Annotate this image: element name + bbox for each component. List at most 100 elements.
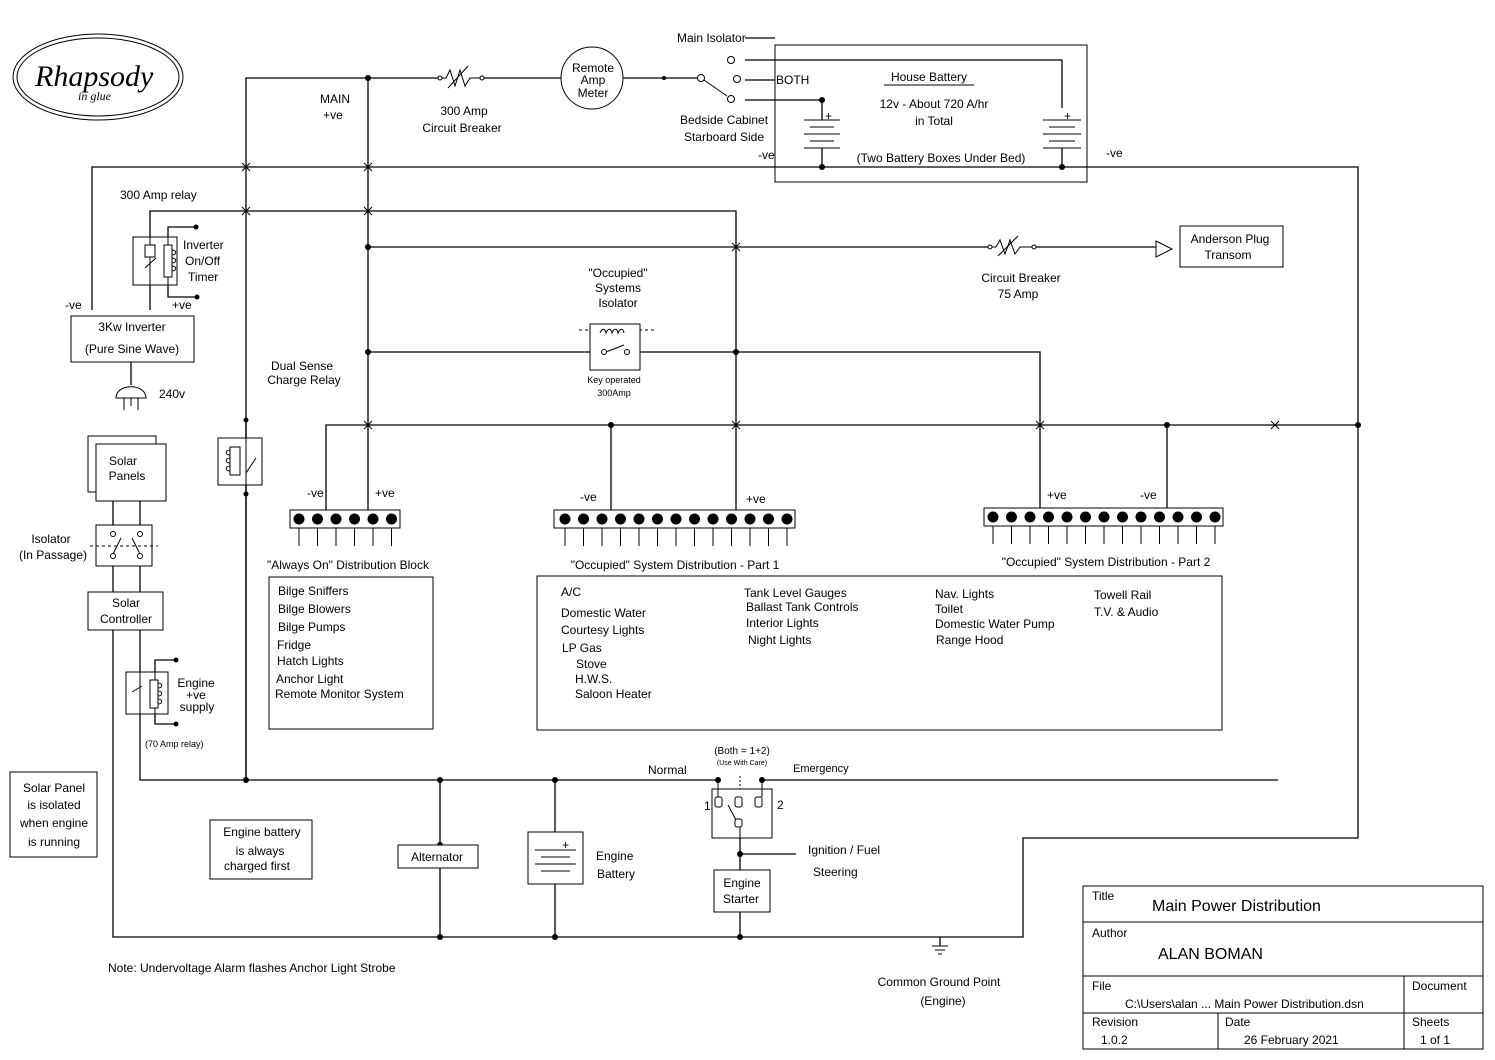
- dual-sense-relay[interactable]: [217, 437, 263, 486]
- main-isolator-switch[interactable]: Main Isolator BOTH Bedside Cabinet Starb…: [677, 31, 809, 144]
- occ-iso-label-3: Isolator: [598, 296, 637, 310]
- occupied-part1-block: -ve +ve "Occupied" System Distribution -…: [553, 490, 796, 572]
- breaker-300a-label-1: 300 Amp: [440, 104, 488, 118]
- engine-battery-label-2: Battery: [597, 867, 635, 881]
- occupied-part2-block: +ve -ve "Occupied" System Distribution -…: [983, 488, 1224, 569]
- occ1-title: "Occupied" System Distribution - Part 1: [571, 558, 780, 572]
- breaker-75a: Circuit Breaker 75 Amp: [981, 235, 1061, 301]
- rhapsody-logo: Rhapsody in glue: [12, 33, 184, 121]
- load-item: Bilge Sniffers: [278, 584, 348, 598]
- note-line: is always: [236, 844, 285, 858]
- tb-revision-label: Revision: [1092, 1015, 1138, 1029]
- engine-supply-label-2: +ve: [186, 688, 206, 702]
- main-ve-label: +ve: [323, 108, 343, 122]
- terminal: [1209, 511, 1221, 523]
- timer-label-2: On/Off: [185, 254, 221, 268]
- solar-isolation-note: Solar Panel is isolated when engine is r…: [9, 771, 98, 858]
- note-line: is isolated: [27, 798, 80, 812]
- tb-sheets-label: Sheets: [1412, 1015, 1449, 1029]
- terminal: [1024, 511, 1036, 523]
- both-note-1: (Both = 1+2): [714, 746, 770, 757]
- timer-label-1: Inverter: [183, 238, 224, 252]
- main-label: MAIN: [320, 92, 350, 106]
- load-item: A/C: [561, 585, 581, 599]
- plus-sign: +: [562, 838, 569, 852]
- terminal: [1154, 511, 1165, 523]
- terminal: [386, 513, 397, 525]
- bedside-label-2: Starboard Side: [684, 130, 764, 144]
- inverter-timer-relay[interactable]: Inverter On/Off Timer: [132, 236, 224, 286]
- terminal: [596, 513, 608, 525]
- load-item: Fridge: [277, 638, 311, 652]
- house-battery: House Battery 12v - About 720 A/hr in To…: [774, 44, 1088, 183]
- starter-label-1: Engine: [723, 876, 761, 890]
- tb-revision: 1.0.2: [1101, 1033, 1128, 1047]
- always-on-distribution-block: -ve +ve "Always On" Distribution Block: [267, 486, 430, 572]
- engine-supply-label-3: supply: [180, 700, 215, 714]
- dual-sense-label-1: Dual Sense: [271, 359, 333, 373]
- logo-subtext: in glue: [78, 89, 112, 103]
- relay-300a-label: 300 Amp relay: [120, 188, 197, 202]
- occupied-systems-isolator[interactable]: Key operated 300Amp: [579, 323, 655, 398]
- inverter-title: 3Kw Inverter: [98, 320, 165, 334]
- note-line: Solar Panel: [23, 781, 85, 795]
- load-item: LP Gas: [562, 641, 602, 655]
- note-line: charged first: [224, 859, 291, 873]
- occ2-neg-label: -ve: [1140, 488, 1157, 502]
- terminal: [763, 513, 774, 525]
- load-item: Night Lights: [748, 633, 811, 647]
- house-battery-cell-1: +: [804, 109, 840, 149]
- inverter-subtitle: (Pure Sine Wave): [85, 342, 179, 356]
- load-item: Towell Rail: [1094, 588, 1151, 602]
- remote-amp-meter: Remote Amp Meter: [560, 46, 624, 110]
- always-on-neg-label: -ve: [307, 486, 324, 500]
- terminal: [559, 513, 571, 525]
- emergency-label: Emergency: [793, 763, 849, 775]
- engine-battery-selector-switch[interactable]: 1 2: [704, 776, 784, 839]
- crossover-marks: [241, 162, 1280, 430]
- solar-isolator-switch[interactable]: [90, 524, 158, 567]
- terminal: [652, 513, 663, 525]
- tb-file: C:\Users\alan ... Main Power Distributio…: [1125, 997, 1364, 1011]
- plus-sign: +: [1064, 109, 1071, 123]
- logo-text: Rhapsody: [34, 60, 154, 93]
- terminal: [615, 513, 626, 525]
- main-wiring: [91, 37, 1359, 946]
- terminal: [1061, 511, 1073, 523]
- normal-label: Normal: [648, 763, 687, 777]
- anderson-plug-arrow-icon: [1155, 240, 1174, 258]
- load-item: Anchor Light: [276, 672, 344, 686]
- inverter-neg-label: -ve: [65, 298, 82, 312]
- engine-supply-label-1: Engine: [177, 676, 215, 690]
- always-on-loads: Bilge Sniffers Bilge Blowers Bilge Pumps…: [268, 576, 434, 730]
- solar-panels-label-2: Panels: [109, 469, 146, 483]
- occ2-title: "Occupied" System Distribution - Part 2: [1002, 555, 1211, 569]
- ignition-label: Ignition / Fuel: [808, 843, 880, 857]
- tb-title-label: Title: [1092, 889, 1115, 903]
- anderson-label-1: Anderson Plug: [1191, 232, 1270, 246]
- solar-panels: Solar Panels: [87, 435, 167, 502]
- load-item: Stove: [576, 657, 607, 671]
- house-battery-title: House Battery: [891, 70, 967, 84]
- dual-sense-label-2: Charge Relay: [267, 373, 340, 387]
- main-isolator-label: Main Isolator: [677, 31, 746, 45]
- terminal: [744, 513, 756, 525]
- bedside-label-1: Bedside Cabinet: [680, 113, 769, 127]
- engine-supply-relay[interactable]: [125, 671, 169, 715]
- terminal: [1135, 511, 1147, 523]
- anderson-label-2: Transom: [1205, 248, 1252, 262]
- terminal: [670, 513, 682, 525]
- inverter-pos-label: +ve: [172, 298, 192, 312]
- occ1-neg-label: -ve: [580, 490, 597, 504]
- tb-document-label: Document: [1412, 979, 1467, 993]
- tb-file-label: File: [1092, 979, 1112, 993]
- relay-70a-label: (70 Amp relay): [145, 739, 204, 749]
- load-item: Domestic Water: [561, 606, 646, 620]
- load-item: Interior Lights: [746, 616, 819, 630]
- steering-label: Steering: [813, 865, 858, 879]
- ground-icon: [932, 945, 948, 955]
- tb-date: 26 February 2021: [1244, 1033, 1339, 1047]
- meter-label-3: Meter: [578, 86, 609, 100]
- solar-controller-label-2: Controller: [100, 612, 152, 626]
